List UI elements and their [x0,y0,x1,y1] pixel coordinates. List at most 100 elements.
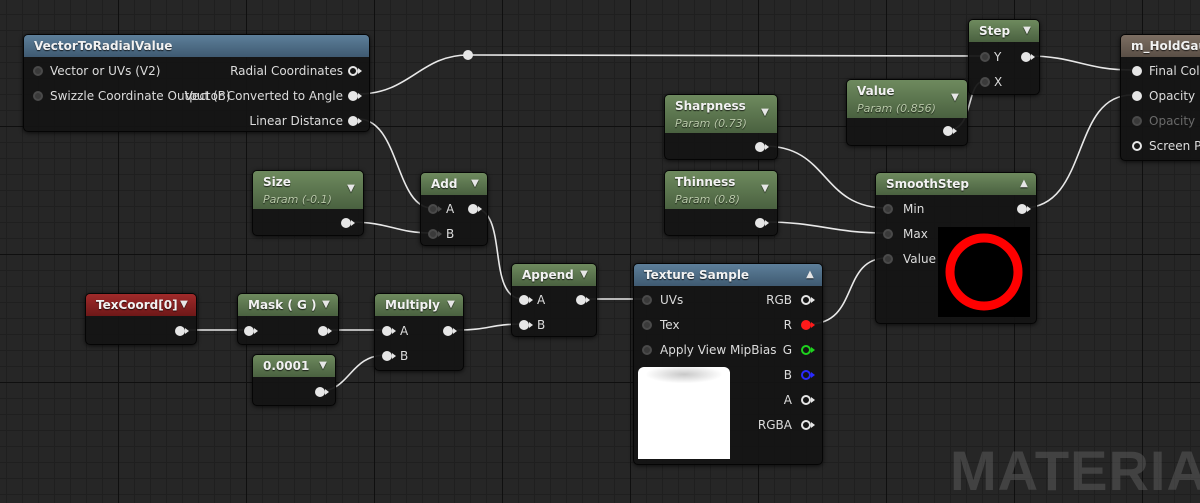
chevron-down-icon[interactable]: ▼ [447,299,455,310]
pin-label: Linear Distance [249,114,343,128]
chevron-up-icon[interactable]: ▲ [1020,178,1028,189]
chevron-down-icon[interactable]: ▼ [580,269,588,280]
pin-r[interactable] [801,320,815,330]
node-sharpness-param[interactable]: Sharpness Param (0.73) ▼ [664,94,778,160]
node-subtitle: Param (-0.1) [263,193,332,206]
chevron-down-icon[interactable]: ▼ [322,299,330,310]
pin-smoothstep-output[interactable] [1017,204,1031,214]
node-header[interactable]: Value Param (0.856) ▼ [847,80,967,118]
node-header[interactable]: Step▼ [969,20,1039,42]
pin-label: Final Color [1149,64,1200,78]
chevron-down-icon[interactable]: ▼ [951,92,959,103]
pin-add-a[interactable] [428,204,442,214]
chevron-down-icon[interactable]: ▼ [471,178,479,189]
pin-constant-output[interactable] [315,387,329,397]
pin-smoothstep-max[interactable] [883,229,893,239]
pin-step-x[interactable] [980,77,990,87]
node-title: TexCoord[0] [96,298,178,312]
chevron-down-icon[interactable]: ▼ [319,360,327,371]
node-append[interactable]: Append▼ A B [511,263,597,337]
node-vector-to-radial-value[interactable]: VectorToRadialValue Vector or UVs (V2) S… [23,34,370,132]
node-header[interactable]: Sharpness Param (0.73) ▼ [665,95,777,133]
pin-rgb[interactable] [801,295,815,305]
pin-radial-coordinates[interactable] [348,66,362,76]
node-mask[interactable]: Mask ( G )▼ [237,293,339,345]
pin-append-b[interactable] [519,320,533,330]
pin-mask-input[interactable] [244,326,258,336]
node-header[interactable]: VectorToRadialValue [24,35,369,57]
node-header[interactable]: Texture Sample▲ [634,264,822,286]
pin-g[interactable] [801,345,815,355]
chevron-down-icon[interactable]: ▼ [761,183,769,194]
pin-label: Vector or UVs (V2) [50,64,161,78]
node-header[interactable]: m_HoldGauge [1121,35,1200,57]
node-header[interactable]: Size Param (-0.1) ▼ [253,171,363,209]
node-smoothstep[interactable]: SmoothStep▲ Min Max Value [875,172,1037,324]
texture-preview [638,367,730,459]
pin-value-output[interactable] [943,126,957,136]
wire-sharpness-to-min [763,145,888,209]
node-constant[interactable]: 0.0001▼ [252,354,336,406]
pin-smoothstep-min[interactable] [883,204,893,214]
pin-linear-distance[interactable] [348,116,362,126]
node-header[interactable]: 0.0001▼ [253,355,335,377]
pin-rgba[interactable] [801,420,815,430]
pin-step-y[interactable] [980,52,990,62]
pin-opacity[interactable] [1132,91,1142,101]
pin-mask-output[interactable] [318,326,332,336]
chevron-up-icon[interactable]: ▲ [806,269,814,280]
pin-add-output[interactable] [468,204,482,214]
pin-swizzle[interactable] [33,91,43,101]
wire-reroute-to-step-y [467,54,986,57]
pin-apply-view-mipbias[interactable] [642,345,652,355]
node-header[interactable]: Thinness Param (0.8) ▼ [665,171,777,209]
node-thinness-param[interactable]: Thinness Param (0.8) ▼ [664,170,778,236]
pin-step-output[interactable] [1021,52,1035,62]
node-header[interactable]: Mask ( G )▼ [238,294,338,316]
pin-multiply-output[interactable] [443,326,457,336]
chevron-down-icon[interactable]: ▼ [180,299,188,310]
node-header[interactable]: Multiply ▼ [375,294,463,316]
pin-sharpness-output[interactable] [755,142,769,152]
pin-tex[interactable] [642,320,652,330]
node-texture-sample[interactable]: Texture Sample▲ UVs Tex Apply View MipBi… [633,263,823,465]
chevron-down-icon[interactable]: ▼ [347,183,355,194]
pin-label: B [783,368,792,382]
pin-b[interactable] [801,370,815,380]
pin-vector-or-uvs[interactable] [33,66,43,76]
chevron-down-icon[interactable]: ▼ [1023,25,1031,36]
node-header[interactable]: TexCoord[0]▼ [86,294,196,316]
pin-texcoord-output[interactable] [175,326,189,336]
reroute-knot[interactable] [463,50,473,60]
pin-a[interactable] [801,395,815,405]
node-step[interactable]: Step▼ Y X [968,19,1040,95]
pin-vector-converted-to-angle[interactable] [348,91,362,101]
pin-screen-position[interactable] [1132,141,1142,151]
pin-smoothstep-value[interactable] [883,254,893,264]
pin-opacity-mask[interactable] [1132,116,1142,126]
pin-size-output[interactable] [341,218,355,228]
pin-label: X [994,75,1003,89]
node-header[interactable]: SmoothStep ▲ [876,173,1036,195]
node-size-param[interactable]: Size Param (-0.1) ▼ [252,170,364,236]
node-multiply[interactable]: Multiply▼ A B [374,293,464,371]
node-texcoord[interactable]: TexCoord[0]▼ [85,293,197,345]
pin-append-output[interactable] [576,295,590,305]
pin-add-b[interactable] [428,229,442,239]
node-value-param[interactable]: Value Param (0.856) ▼ [846,79,968,146]
node-title: SmoothStep [886,177,970,191]
node-title: Sharpness [675,99,746,113]
pin-append-a[interactable] [519,295,533,305]
node-add[interactable]: Add▼ A B [420,172,488,246]
pin-multiply-b[interactable] [382,351,396,361]
pin-thinness-output[interactable] [755,218,769,228]
pin-multiply-a[interactable] [382,326,396,336]
node-header[interactable]: Add▼ [421,173,487,195]
pin-uvs[interactable] [642,295,652,305]
pin-label: B [446,227,455,241]
node-header[interactable]: Append▼ [512,264,596,286]
node-material-output[interactable]: m_HoldGauge Final Color Opacity Opacity … [1120,34,1200,161]
node-title: Multiply [385,298,440,312]
chevron-down-icon[interactable]: ▼ [761,107,769,118]
pin-final-color[interactable] [1132,66,1142,76]
